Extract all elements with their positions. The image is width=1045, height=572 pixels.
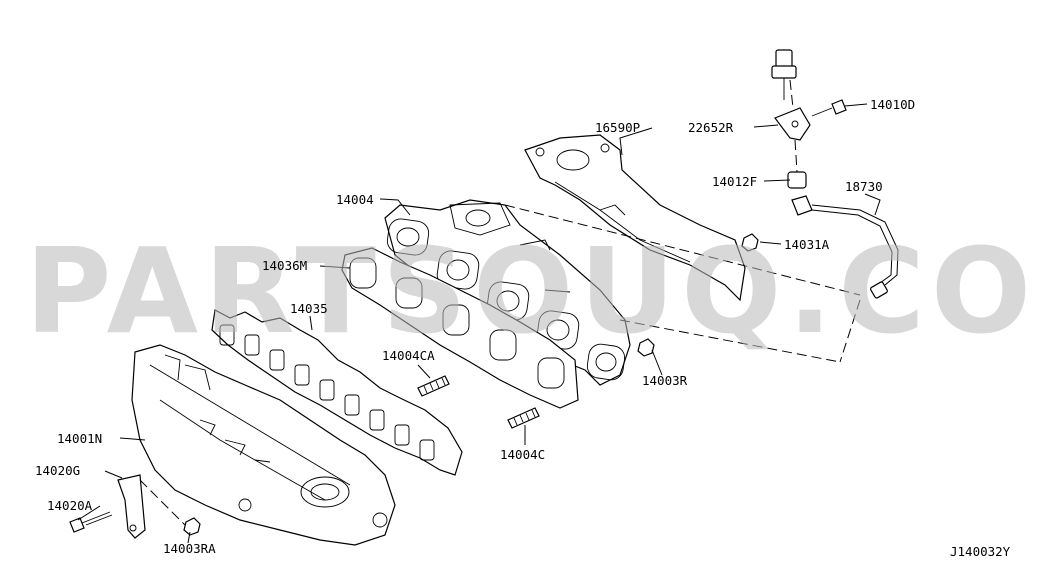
stud-14004C[interactable] <box>507 407 540 429</box>
bolt-14010D[interactable] <box>811 99 847 117</box>
nut-14003R[interactable] <box>637 338 655 357</box>
nut-14003RA[interactable] <box>183 517 201 536</box>
label-14004[interactable]: 14004 <box>336 192 374 207</box>
label-14035[interactable]: 14035 <box>290 301 328 316</box>
diagram-code: J140032Y <box>950 544 1011 559</box>
connector-14012F[interactable] <box>787 171 813 216</box>
heat-shield-16590P[interactable] <box>524 134 746 302</box>
label-22652R[interactable]: 22652R <box>688 120 734 135</box>
label-14012F[interactable]: 14012F <box>712 174 757 189</box>
gasket-14035[interactable] <box>211 309 463 476</box>
label-14004C[interactable]: 14004C <box>500 447 545 462</box>
intake-manifold-14001N[interactable] <box>131 344 396 546</box>
label-14003R[interactable]: 14003R <box>642 373 688 388</box>
bracket-14020G[interactable] <box>117 474 146 539</box>
leader-lines <box>77 103 881 544</box>
label-14003RA[interactable]: 14003RA <box>163 541 216 556</box>
label-14001N[interactable]: 14001N <box>57 431 102 446</box>
label-14031A[interactable]: 14031A <box>784 237 830 252</box>
label-16590P[interactable]: 16590P <box>595 120 640 135</box>
watermark-text: PARTSOUQ.COM <box>25 222 1045 360</box>
bracket-22652R[interactable] <box>774 107 811 141</box>
gasket-14036M[interactable] <box>341 247 579 409</box>
label-14020G[interactable]: 14020G <box>35 463 80 478</box>
pipe-18730[interactable] <box>811 204 899 299</box>
label-18730[interactable]: 18730 <box>845 179 883 194</box>
bolt-14020A[interactable] <box>69 511 113 533</box>
dash-lines <box>139 79 861 526</box>
sensor-top[interactable] <box>771 49 797 100</box>
label-14010D[interactable]: 14010D <box>870 97 915 112</box>
label-14020A[interactable]: 14020A <box>47 498 93 513</box>
label-14036M[interactable]: 14036M <box>262 258 307 273</box>
nut-14031A[interactable] <box>741 233 759 252</box>
label-14004CA[interactable]: 14004CA <box>382 348 435 363</box>
stud-14004CA[interactable] <box>417 375 450 397</box>
